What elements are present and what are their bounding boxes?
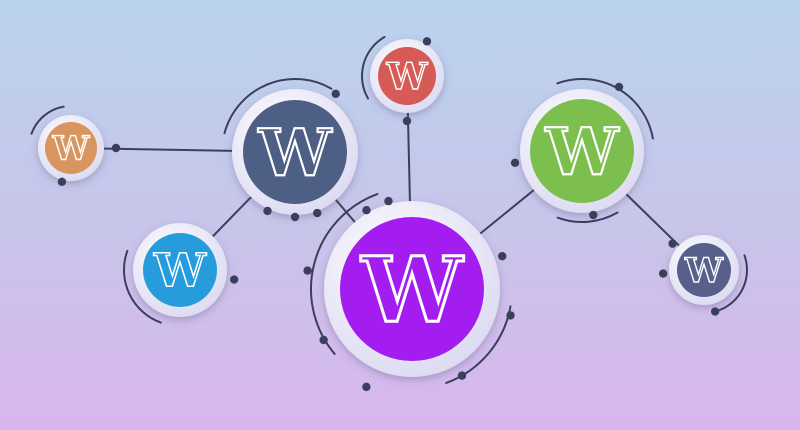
node-slate: W: [232, 89, 358, 215]
orbit-dot: [319, 335, 328, 345]
orbit-dot: [57, 177, 67, 187]
orbit-arc-cyan: [123, 249, 162, 324]
orbit-dot: [331, 89, 340, 99]
orbit-dot: [589, 210, 598, 220]
orbit-arc-red: [361, 36, 386, 100]
node-disc: [143, 233, 217, 307]
node-disc: [340, 217, 484, 361]
orbit-dot: [710, 307, 720, 316]
node-disc: [677, 243, 731, 297]
orbit-dot: [506, 311, 515, 320]
node-disc: [243, 100, 347, 204]
wordpress-logo-icon: W: [386, 55, 429, 98]
node-orange: W: [38, 115, 104, 181]
node-red: W: [370, 39, 444, 113]
orbit-dot: [362, 205, 371, 215]
orbit-arc-purple: [310, 193, 379, 355]
orbit-arc-navy: [717, 254, 748, 312]
wordpress-logo-icon: W: [545, 114, 620, 190]
orbit-dot: [510, 158, 520, 168]
orbit-dot: [313, 208, 322, 218]
wordpress-logo-icon: W: [153, 244, 207, 298]
orbit-dot: [229, 275, 239, 284]
wordpress-logo-icon: W: [684, 250, 724, 290]
orbit-dot: [498, 251, 507, 261]
orbit-dot: [658, 269, 668, 278]
node-purple: W: [324, 201, 500, 377]
node-navy: W: [669, 235, 739, 305]
orbit-arc-orange: [30, 105, 65, 135]
orbit-dot: [457, 371, 467, 380]
wordpress-logo-icon: W: [258, 115, 333, 191]
node-disc: [530, 99, 634, 203]
node-cyan: W: [133, 223, 227, 317]
orbit-dot: [422, 37, 432, 46]
orbit-dots: [57, 37, 720, 392]
orbit-arc-green: [556, 211, 619, 223]
orbit-dot: [290, 212, 300, 222]
orbit-dot: [614, 82, 624, 92]
node-green: W: [520, 89, 644, 213]
orbit-dot: [303, 266, 312, 275]
wordpress-logo-icon: W: [360, 237, 464, 343]
wordpress-logo-icon: W: [52, 129, 90, 168]
orbit-dot: [111, 143, 121, 153]
node-disc: [45, 122, 97, 174]
orbit-dot: [263, 206, 272, 216]
orbit-arc-slate: [223, 78, 333, 135]
orbit-dot: [402, 116, 412, 126]
orbit-dot: [668, 239, 677, 248]
orbit-dot: [384, 196, 393, 206]
node-disc: [378, 47, 436, 105]
orbit-dot: [362, 382, 371, 392]
